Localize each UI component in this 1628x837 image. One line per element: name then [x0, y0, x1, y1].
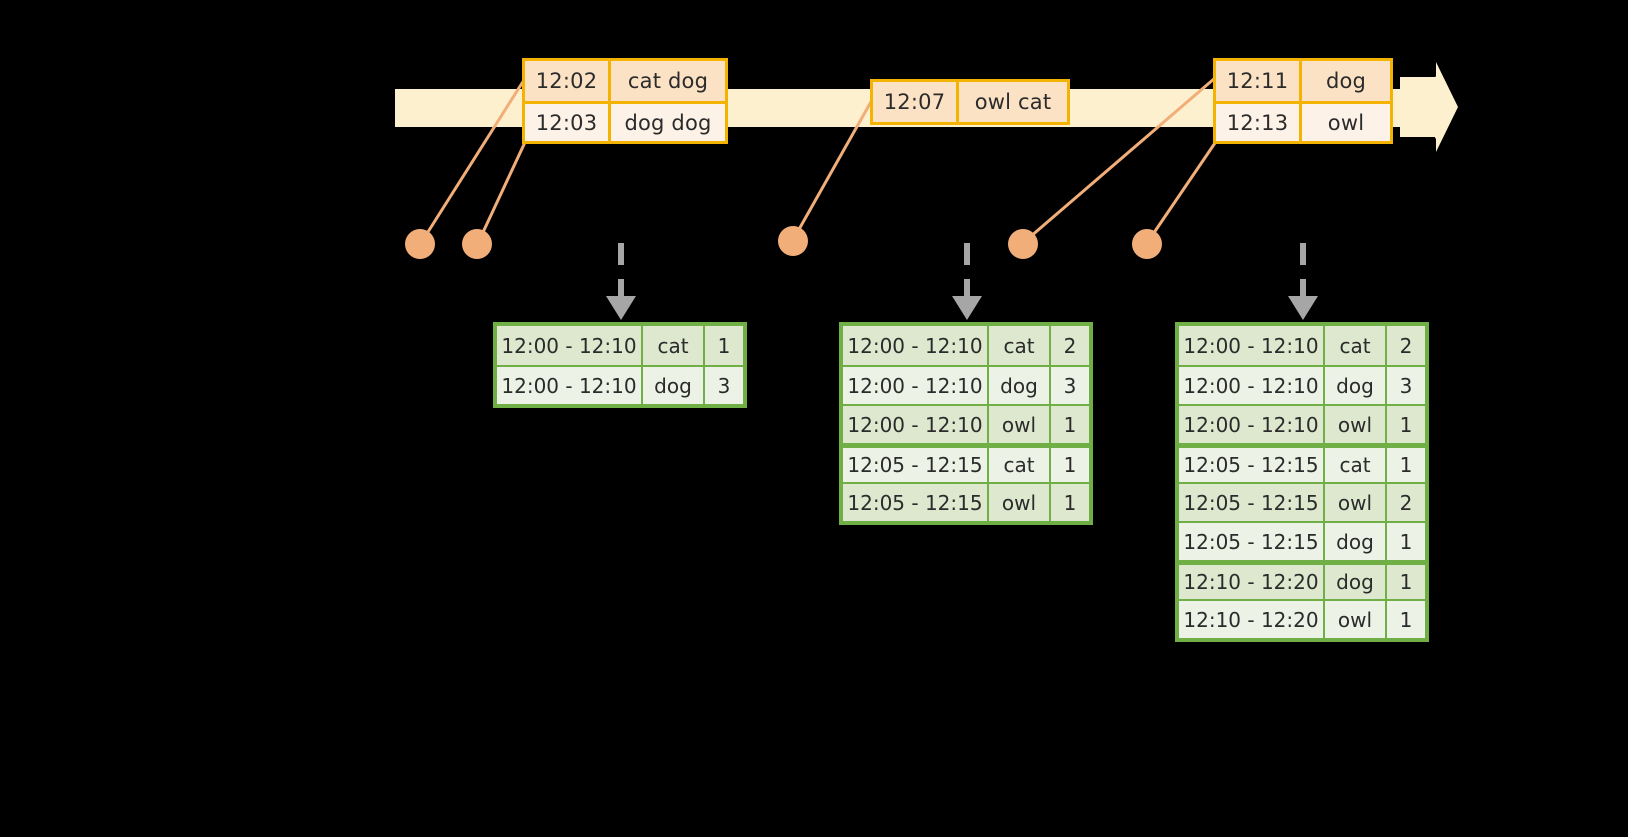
marker-dot-3 — [778, 226, 808, 256]
event-row[interactable]: 12:02 cat dog — [525, 61, 725, 101]
emit-arrows — [618, 243, 1306, 300]
word-cell: dog — [643, 367, 705, 404]
event-time: 12:13 — [1216, 104, 1302, 141]
count-cell: 2 — [1399, 490, 1413, 515]
event-time: 12:02 — [525, 61, 611, 101]
window-cell: 12:05 - 12:15 — [843, 448, 989, 482]
event-words: owl — [1327, 110, 1365, 135]
window-cell: 12:10 - 12:20 — [1179, 601, 1325, 638]
event-time: 12:11 — [1216, 61, 1302, 101]
window-cell: 12:00 - 12:10 — [1179, 406, 1325, 443]
event-words: cat dog — [627, 69, 709, 93]
emit-arrow-head-2 — [952, 296, 982, 320]
event-words: dog — [1325, 69, 1367, 93]
count-cell: 1 — [1399, 453, 1413, 477]
count-cell: 1 — [717, 333, 731, 358]
word-cell: owl — [989, 406, 1051, 443]
window-cell: 12:00 - 12:10 — [497, 326, 643, 365]
count-cell: 1 — [1399, 607, 1413, 632]
event-time: 12:03 — [525, 104, 611, 141]
emit-arrow-heads — [606, 296, 1318, 320]
connector-2 — [476, 137, 529, 244]
window-cell: 12:00 - 12:10 — [497, 367, 643, 404]
count-cell: 3 — [717, 373, 731, 398]
word-cell: dog — [1325, 367, 1387, 404]
event-row[interactable]: 12:07 owl cat — [873, 82, 1067, 122]
word-cell: owl — [989, 484, 1051, 521]
window-cell: 12:05 - 12:15 — [1179, 448, 1325, 482]
marker-dot-2 — [462, 229, 492, 259]
window-cell: 12:00 - 12:10 — [843, 326, 989, 365]
marker-dot-4 — [1008, 229, 1038, 259]
word-cell: cat — [989, 448, 1051, 482]
event-row[interactable]: 12:03 dog dog — [525, 101, 725, 141]
word-cell: cat — [1325, 326, 1387, 365]
window-cell: 12:00 - 12:10 — [843, 367, 989, 404]
event-group-3[interactable]: 12:11 dog 12:13 owl — [1213, 58, 1393, 144]
word-cell: cat — [643, 326, 705, 365]
event-words: owl cat — [974, 90, 1052, 114]
event-group-2[interactable]: 12:07 owl cat — [870, 79, 1070, 125]
count-cell: 1 — [1399, 412, 1413, 437]
word-cell: owl — [1325, 406, 1387, 443]
word-cell: owl — [1325, 484, 1387, 521]
word-cell: cat — [989, 326, 1051, 365]
count-cell: 1 — [1063, 412, 1077, 437]
event-row[interactable]: 12:13 owl — [1216, 101, 1390, 141]
word-cell: dog — [989, 367, 1051, 404]
word-cell: cat — [1325, 448, 1387, 482]
count-cell: 3 — [1399, 373, 1413, 398]
connector-3 — [791, 99, 874, 241]
window-cell: 12:00 - 12:10 — [1179, 367, 1325, 404]
connector-5 — [1145, 139, 1219, 244]
count-cell: 1 — [1063, 490, 1077, 515]
event-row[interactable]: 12:11 dog — [1216, 61, 1390, 101]
word-cell: dog — [1325, 523, 1387, 560]
emit-arrow-head-1 — [606, 296, 636, 320]
window-cell: 12:05 - 12:15 — [1179, 523, 1325, 560]
event-time: 12:07 — [873, 82, 959, 122]
marker-dot-5 — [1132, 229, 1162, 259]
marker-dots — [405, 226, 1162, 259]
connector-1 — [419, 79, 526, 244]
word-cell: owl — [1325, 601, 1387, 638]
marker-dot-1 — [405, 229, 435, 259]
count-cell: 2 — [1063, 333, 1077, 358]
count-cell: 1 — [1399, 529, 1413, 554]
count-cell: 1 — [1399, 570, 1413, 594]
word-cell: dog — [1325, 565, 1387, 599]
count-cell: 2 — [1399, 333, 1413, 358]
event-words: dog dog — [624, 110, 712, 135]
event-group-1[interactable]: 12:02 cat dog 12:03 dog dog — [522, 58, 728, 144]
count-cell: 1 — [1063, 453, 1077, 477]
emit-arrow-head-3 — [1288, 296, 1318, 320]
window-cell: 12:00 - 12:10 — [843, 406, 989, 443]
window-cell: 12:00 - 12:10 — [1179, 326, 1325, 365]
window-cell: 12:05 - 12:15 — [843, 484, 989, 521]
window-cell: 12:05 - 12:15 — [1179, 484, 1325, 521]
window-cell: 12:10 - 12:20 — [1179, 565, 1325, 599]
count-cell: 3 — [1063, 373, 1077, 398]
